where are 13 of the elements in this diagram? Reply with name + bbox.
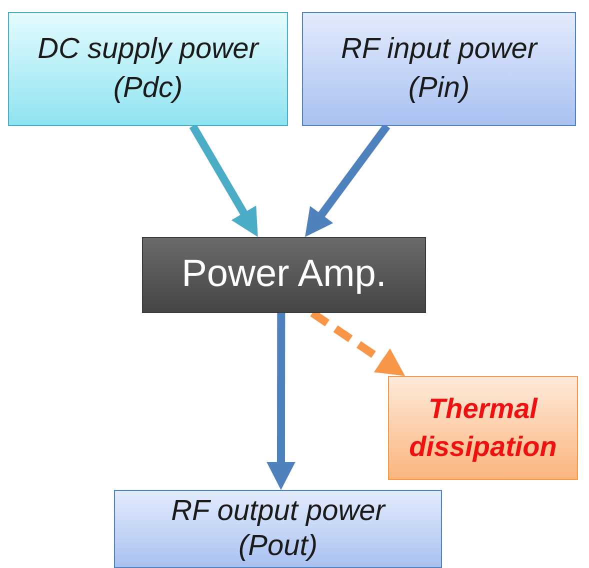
- node-label: Thermal dissipation: [408, 392, 558, 464]
- node-label: Power Amp.: [182, 252, 386, 298]
- input-box: [302, 12, 576, 126]
- arrow: [305, 124, 390, 237]
- supply-box: [8, 12, 288, 126]
- output-box: [114, 490, 442, 568]
- thermal-box: [388, 376, 578, 480]
- node-label: RF output power (Pout): [170, 494, 387, 564]
- arrow: [189, 124, 258, 237]
- node-label: RF input power (Pin): [340, 32, 539, 106]
- node-label: DC supply power (Pdc): [36, 32, 260, 106]
- arrow: [266, 313, 296, 490]
- amplifier-box: [142, 237, 426, 313]
